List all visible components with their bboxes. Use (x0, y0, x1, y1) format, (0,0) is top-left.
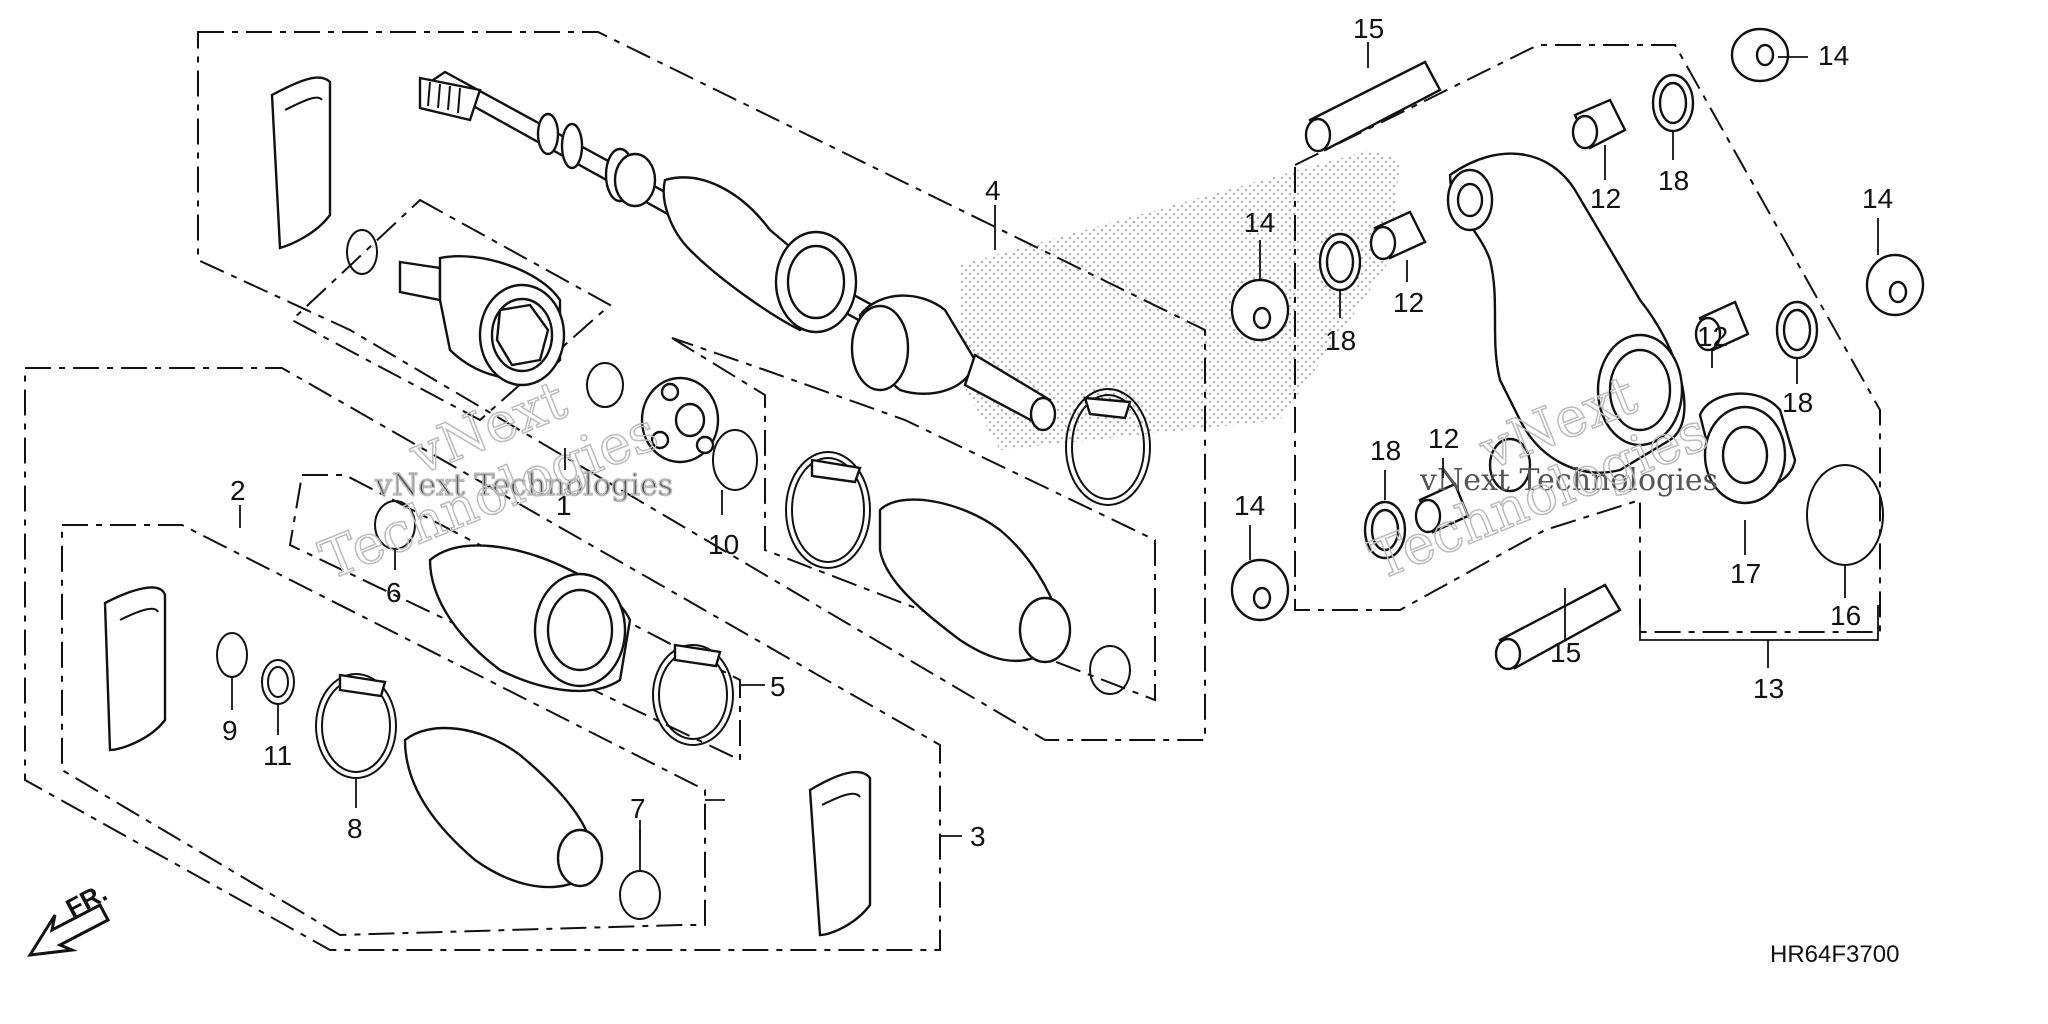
callout-2: 2 (230, 475, 246, 506)
callout-6: 6 (386, 577, 402, 608)
leader-lines (231, 42, 1879, 870)
callout-18-mid: 18 (1325, 325, 1356, 356)
small-band-10 (1089, 645, 1131, 695)
boot-band-large (785, 451, 871, 569)
callout-14-low: 14 (1234, 490, 1265, 521)
callout-17: 17 (1730, 558, 1761, 589)
axle-shaft-assembly (418, 70, 1057, 432)
diagram-code: HR64F3700 (1770, 941, 1899, 968)
callout-3: 3 (970, 821, 986, 852)
callout-16: 16 (1830, 600, 1861, 631)
seal-18-right (1775, 300, 1819, 360)
callout-11: 11 (263, 740, 292, 771)
callout-18-right: 18 (1782, 387, 1813, 418)
group-outline-1 (290, 198, 612, 422)
small-band-7 (619, 870, 661, 920)
callout-18-low: 18 (1370, 435, 1401, 466)
callout-15-top: 15 (1353, 13, 1384, 44)
swing-arm (1446, 152, 1686, 493)
callout-14-mid: 14 (1244, 207, 1275, 238)
inner-boot (662, 176, 858, 334)
boot-outer-2 (403, 726, 604, 889)
outer-joint (850, 294, 977, 395)
callout-10: 10 (708, 529, 739, 560)
circlip-11 (261, 659, 295, 705)
collar-12-low (1414, 482, 1470, 534)
band-5 (652, 643, 734, 746)
tripod-bearing (640, 376, 720, 464)
grease-pack-bottom-right (808, 770, 872, 937)
callout-13: 13 (1753, 673, 1784, 704)
callout-15-bottom: 15 (1550, 637, 1581, 668)
cap-14-right (1865, 253, 1925, 317)
group-outline-5 (288, 474, 741, 762)
inner-joint-housing (398, 255, 566, 387)
pivot-pipe-15-bottom (1494, 583, 1622, 671)
callout-7: 7 (630, 793, 646, 824)
cap-14-mid-left (1230, 278, 1290, 342)
cap-14-top-right (1730, 27, 1790, 83)
background-logo-pattern (960, 150, 1400, 450)
snap-ring-16 (1806, 464, 1884, 566)
circlip-small-1 (346, 229, 378, 275)
circlip-inner (586, 362, 624, 408)
cap-14-lower (1230, 558, 1290, 622)
collar-12-mid (1369, 210, 1427, 261)
grease-pack-left-bottom (103, 586, 167, 752)
callout-8: 8 (347, 813, 363, 844)
bearing-17 (1698, 392, 1797, 505)
callout-14-top: 14 (1818, 40, 1849, 71)
callout-5: 5 (770, 671, 786, 702)
callout-4: 4 (985, 175, 1001, 206)
group-outline-4 (197, 31, 1206, 741)
outer-boot-kit (878, 498, 1072, 664)
pivot-pipe-15-top (1304, 60, 1442, 153)
band-8 (315, 673, 397, 779)
watermark-text-right: vNext Technologies (1419, 463, 1718, 498)
callout-18-top: 18 (1658, 165, 1689, 196)
collar-12-right (1694, 300, 1750, 352)
callout-14-right: 14 (1862, 183, 1893, 214)
group-outline-10 (671, 337, 1156, 702)
callout-labels: 4 1 2 3 5 6 7 8 9 10 11 12 12 12 12 13 1… (222, 13, 1893, 852)
watermark-text-left: vNext Technologies (374, 468, 673, 503)
group-outlines (24, 31, 1881, 951)
snap-ring-10 (712, 429, 758, 491)
inner-spline (418, 76, 482, 122)
callout-12-mid: 12 (1393, 287, 1424, 318)
group-outline-2 (61, 524, 706, 937)
callout-12-right: 12 (1697, 321, 1728, 352)
collar-12-top (1571, 98, 1627, 150)
seal-18-mid (1318, 232, 1362, 292)
boot-inner-5 (428, 544, 632, 693)
callout-1: 1 (556, 490, 572, 521)
seal-18-top (1651, 73, 1695, 133)
group-outline-3 (24, 367, 941, 951)
front-direction-arrow: FR. (27, 877, 112, 957)
callout-12-top: 12 (1590, 183, 1621, 214)
callout-12-low: 12 (1428, 423, 1459, 454)
grease-pack-top (270, 76, 332, 250)
seal-18-low (1363, 500, 1407, 560)
outer-band-upper (1065, 388, 1151, 506)
callout-9: 9 (222, 715, 238, 746)
circlip-9 (216, 632, 248, 678)
